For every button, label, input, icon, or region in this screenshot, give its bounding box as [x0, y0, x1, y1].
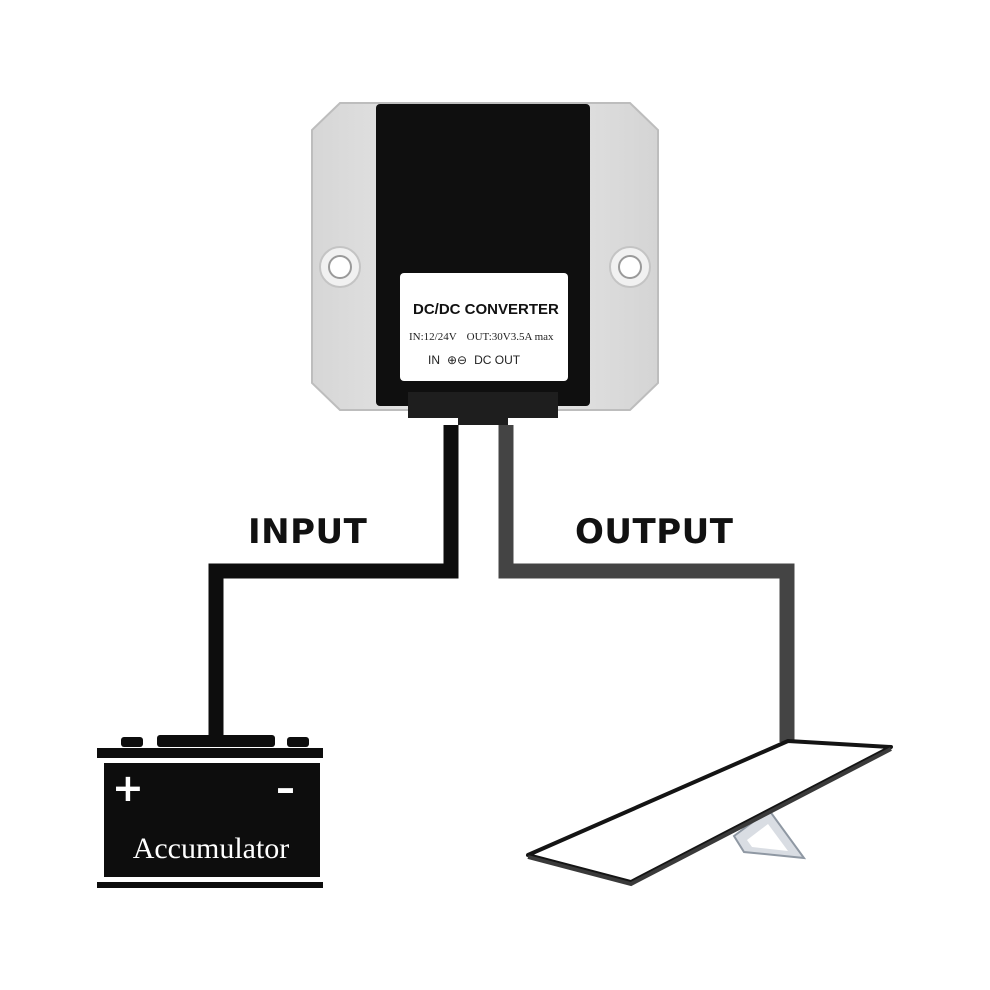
- polarity-icon: ⊕⊖: [447, 353, 468, 367]
- converter-io-row: IN ⊕⊖ DC OUT: [428, 353, 520, 367]
- battery-terminal-right: [287, 737, 309, 747]
- battery-terminal-center: [157, 735, 275, 747]
- input-label: INPUT: [248, 512, 368, 552]
- input-spec: IN:12/24V: [409, 331, 457, 343]
- battery-terminal-left: [121, 737, 143, 747]
- cable-grommet: [408, 392, 558, 425]
- battery-body: [104, 763, 320, 877]
- input-wire: [208, 425, 459, 742]
- battery-icon: [97, 735, 323, 888]
- dc-out-label: DC OUT: [474, 353, 521, 367]
- converter-title: DC/DC CONVERTER: [413, 301, 559, 318]
- battery-plus-sign: +: [112, 766, 144, 810]
- panel-plate: [526, 739, 893, 884]
- panel-edge: [527, 747, 892, 887]
- panel-stand-inner: [747, 824, 788, 851]
- in-label: IN: [428, 353, 440, 367]
- converter-label: DC/DC CONVERTER IN:12/24V OUT:30V3.5A max…: [400, 273, 568, 381]
- battery-lid: [97, 748, 323, 758]
- battery-base: [97, 882, 323, 888]
- converter-specs: IN:12/24V OUT:30V3.5A max: [409, 331, 554, 343]
- output-spec: OUT:30V3.5A max: [466, 331, 554, 343]
- battery-name: Accumulator: [132, 832, 290, 865]
- battery-minus-sign: –: [276, 766, 295, 810]
- output-label: OUTPUT: [575, 512, 734, 552]
- panel-device-icon: [526, 739, 893, 887]
- output-wire: [498, 425, 795, 742]
